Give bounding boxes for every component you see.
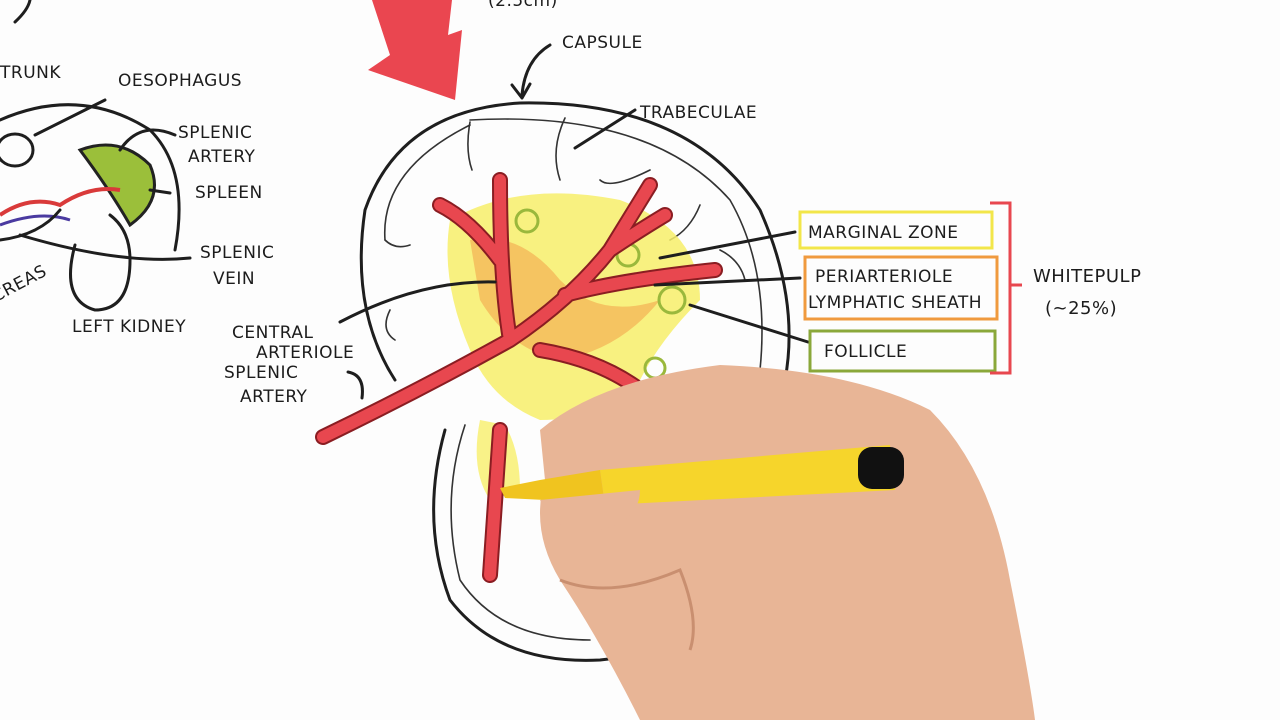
yellow-marker — [600, 445, 895, 505]
label-oesophagus: OESOPHAGUS — [118, 71, 242, 91]
label-left-kidney: LEFT KIDNEY — [72, 317, 186, 337]
label-pancreas: PANCREAS — [0, 261, 50, 323]
label-splenic-vein-1: SPLENIC — [200, 243, 274, 263]
label-trabeculae: TRABECULAE — [639, 103, 757, 123]
spleen-cross-section — [315, 43, 810, 662]
label-capsule: CAPSULE — [562, 33, 643, 53]
label-splenic-vein-2: VEIN — [213, 269, 255, 289]
label-trunk: TRUNK — [0, 63, 61, 83]
label-follicle: FOLLICLE — [824, 342, 907, 362]
pals-box — [803, 255, 999, 321]
label-splenic-artery-2: ARTERY — [240, 387, 308, 407]
label-pals-1: PERIARTERIOLE — [815, 267, 953, 287]
label-spleen: SPLEEN — [195, 183, 263, 203]
arterial-tree — [315, 172, 723, 583]
red-arrow — [368, 0, 462, 100]
label-splenic-artery-1: SPLENIC — [224, 363, 298, 383]
hand-holding-marker — [500, 365, 1035, 720]
label-white-pulp: WHITEPULP — [1033, 266, 1141, 287]
label-white-pulp-percent: (~25%) — [1045, 298, 1117, 319]
size-label: (2.5cm) — [488, 0, 558, 11]
label-central-arteriole-1: CENTRAL — [232, 323, 313, 343]
marginal-zone-box — [798, 210, 994, 250]
follicle-box — [808, 329, 997, 373]
label-splenic-artery-left-1: SPLENIC — [178, 123, 252, 143]
curve-line — [13, 0, 32, 24]
label-central-arteriole-2: ARTERIOLE — [256, 343, 354, 363]
label-pals-2: LYMPHATIC SHEATH — [808, 293, 982, 313]
white-pulp-bracket — [990, 201, 1022, 375]
label-splenic-artery-left-2: ARTERY — [188, 147, 256, 167]
abdominal-diagram — [0, 98, 192, 312]
label-marginal-zone: MARGINAL ZONE — [808, 223, 959, 243]
